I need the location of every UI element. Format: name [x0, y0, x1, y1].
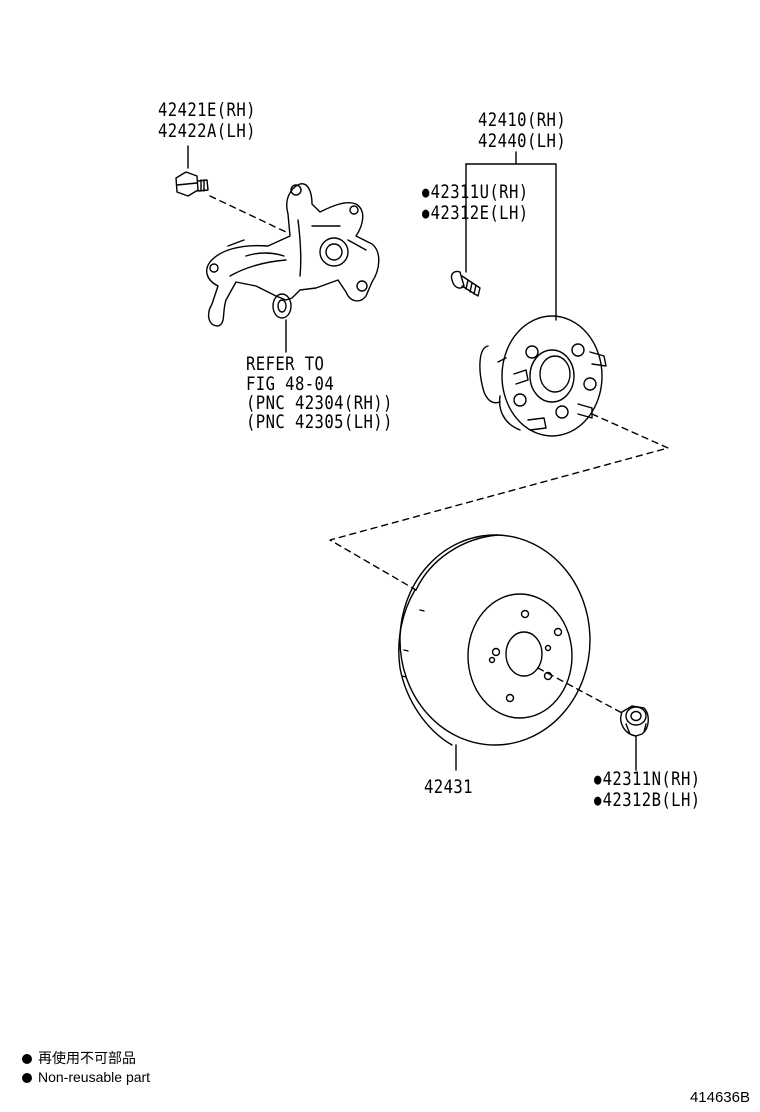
filled-circle-icon — [22, 1073, 32, 1083]
label-refer-line2: FIG 48-04 — [246, 373, 335, 395]
label-knuckle-bolt-rh: 42421E(RH) — [158, 99, 256, 121]
legend-jp: 再使用不可部品 — [22, 1049, 136, 1067]
hub-bolt — [451, 271, 480, 296]
label-refer-line1: REFER TO — [246, 353, 325, 375]
figure-number: 414636B — [689, 1089, 750, 1106]
label-nut-lh: 42312B(LH) — [594, 790, 701, 812]
legend-en: Non-reusable part — [22, 1068, 150, 1086]
filled-circle-icon — [22, 1054, 32, 1064]
label-hub-bolt-lh: 42312E(LH) — [422, 203, 529, 225]
dashed-line-disc-to-nut — [538, 668, 624, 714]
label-disc: 42431 — [424, 776, 473, 798]
brake-disc — [399, 535, 590, 745]
label-hub-bolt-rh: 42311U(RH) — [422, 182, 529, 204]
hub-nut — [621, 706, 649, 736]
label-hub-lh: 42440(LH) — [478, 130, 567, 152]
label-refer-line4: (PNC 42305(LH)) — [246, 411, 393, 433]
label-nut-rh: 42311N(RH) — [594, 769, 701, 791]
steering-knuckle — [207, 184, 379, 326]
dashed-line-hub-to-disc — [330, 414, 668, 590]
axle-hub — [480, 316, 606, 436]
knuckle-bolt — [176, 172, 208, 196]
label-refer-line3: (PNC 42304(RH)) — [246, 392, 393, 414]
label-hub-rh: 42410(RH) — [478, 109, 567, 131]
label-knuckle-bolt-lh: 42422A(LH) — [158, 120, 256, 142]
dashed-line-bolt-to-knuckle — [210, 196, 286, 232]
leader-hub-bracket — [466, 152, 556, 320]
